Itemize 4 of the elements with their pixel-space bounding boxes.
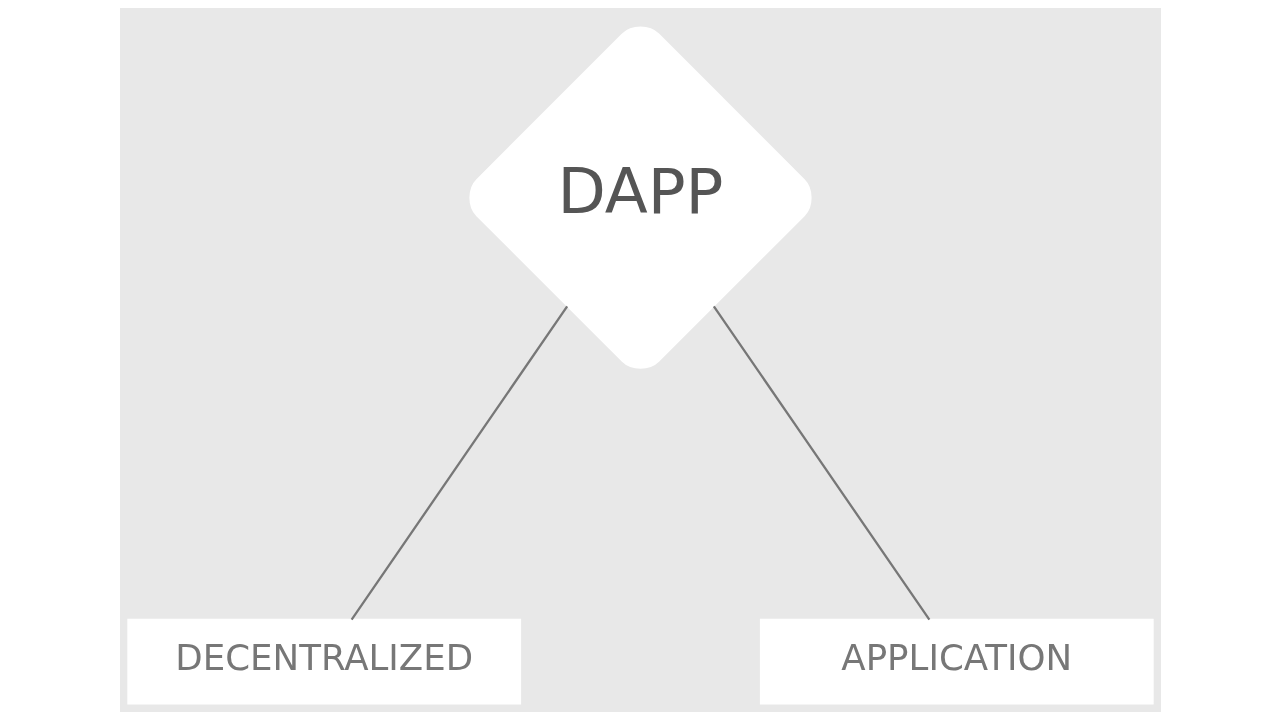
connector xyxy=(350,305,568,621)
node-box: APPLICATION xyxy=(759,618,1154,705)
node-box: DECENTRALIZED xyxy=(126,618,521,705)
connector xyxy=(712,305,930,621)
